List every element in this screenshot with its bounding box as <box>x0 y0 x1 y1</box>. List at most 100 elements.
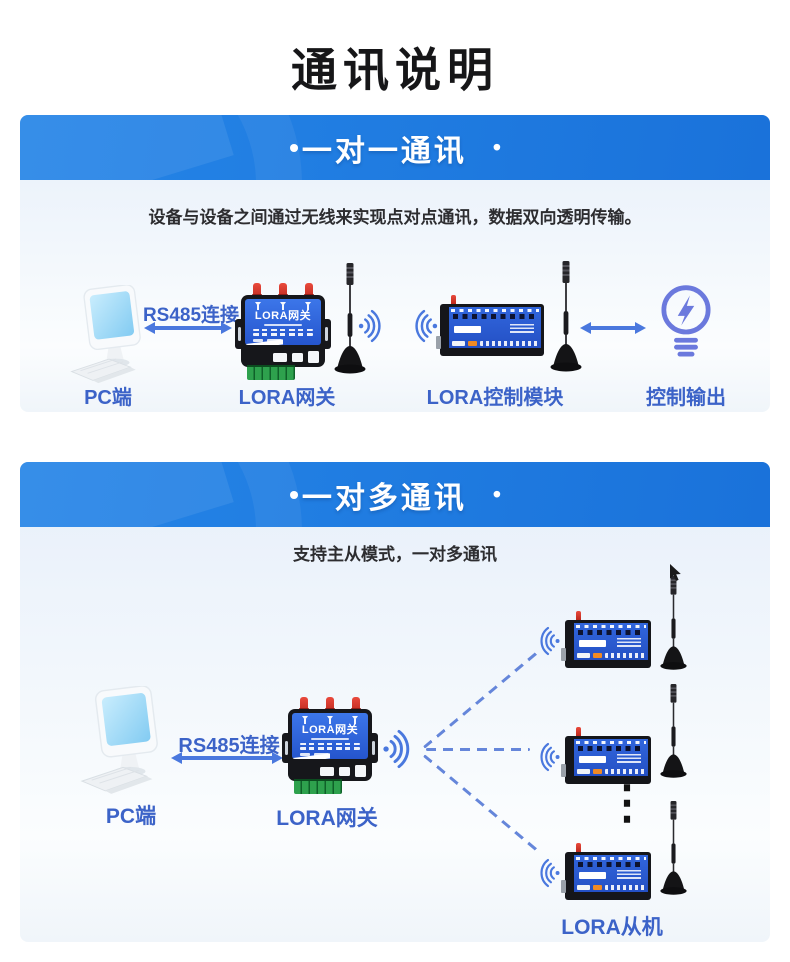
rs485-link-label: RS485连接 <box>178 735 280 757</box>
lora-slave-device <box>561 843 651 900</box>
serial-port-icon <box>339 766 350 776</box>
side-connector <box>561 880 566 893</box>
section-two-subtitle: 支持主从模式，一对多通讯 <box>293 545 497 564</box>
module-body <box>561 620 651 668</box>
spec-text-block <box>510 324 534 333</box>
led-terminals-row <box>453 314 537 319</box>
ethernet-port-icon <box>273 352 287 362</box>
bottom-strip <box>452 340 538 346</box>
magnetic-antenna-icon <box>660 576 687 670</box>
spec-line <box>253 328 313 332</box>
terminal-block <box>294 779 342 794</box>
module-body <box>561 736 651 784</box>
gateway-label: LORA网关 <box>276 807 378 830</box>
gateway-front-panel: LORA网关 <box>292 713 368 759</box>
spec-line <box>300 747 360 750</box>
wifi-signal-icon <box>381 729 410 769</box>
arrow-right-head <box>221 322 232 334</box>
radio-link-dashed-line <box>423 649 540 749</box>
gateway-model-line <box>264 323 302 326</box>
antenna-connector-icon <box>576 727 581 737</box>
arrow-left-head <box>580 322 591 334</box>
control-output-label: 控制输出 <box>646 387 726 409</box>
antenna-connector-icon <box>451 295 456 305</box>
output-double-arrow <box>580 322 646 334</box>
gateway-panel-title: LORA网关 <box>254 310 312 322</box>
arrow-shaft <box>591 326 635 330</box>
mouse-cursor <box>670 564 681 581</box>
gateway-panel-title: LORA网关 <box>301 724 359 736</box>
gateway-ports <box>269 350 319 364</box>
magnetic-antenna-icon <box>660 801 687 895</box>
wifi-signal-icon <box>357 309 381 343</box>
pc-label: PC端 <box>105 805 157 828</box>
mounting-ear <box>282 733 291 763</box>
module-body <box>561 852 651 900</box>
arrow-left-head <box>144 322 155 334</box>
magnetic-antenna-icon <box>550 261 582 372</box>
rs485-link-label: RS485连接 <box>142 305 240 326</box>
wifi-signal-icon <box>540 742 561 772</box>
banner-bullet-icon: • <box>492 134 501 160</box>
section-one-card: • 一对一通讯 • 设备与设备之间通过无线来实现点对点通讯，数据双向透明传输。 … <box>20 115 770 412</box>
banner-bullet-icon: • <box>492 481 501 507</box>
gateway-body: LORA网关 <box>241 295 325 367</box>
usb-port-icon <box>308 351 319 363</box>
gateway-model-line <box>311 737 349 740</box>
spec-line <box>300 742 360 746</box>
module-front-panel <box>574 623 648 660</box>
module-front-panel <box>574 739 648 776</box>
panel-port-labels <box>253 339 321 343</box>
module-front-panel <box>449 307 541 348</box>
slave-label: LORA从机 <box>561 916 663 939</box>
pc-label: PC端 <box>84 387 132 409</box>
section-one-title: 一对一通讯 <box>301 134 467 168</box>
lora-gateway-device: LORA网关 <box>235 281 331 381</box>
section-one-banner: • 一对一通讯 • <box>20 115 770 180</box>
antenna-connector-icon <box>576 611 581 621</box>
lora-control-module-device <box>436 295 544 356</box>
pc-computer-icon <box>81 686 159 795</box>
gateway-front-panel: LORA网关 <box>245 299 321 345</box>
light-bulb-icon <box>653 281 719 363</box>
mounting-ear <box>235 319 244 349</box>
serial-port-icon <box>292 352 303 362</box>
mounting-ear <box>369 733 378 763</box>
gateway-body: LORA网关 <box>288 709 372 781</box>
lora-slave-device <box>561 727 651 784</box>
arrow-right-head <box>272 752 283 764</box>
arrow-shaft <box>155 326 221 330</box>
section-one-subtitle: 设备与设备之间通过无线来实现点对点通讯，数据双向透明传输。 <box>148 208 642 227</box>
module-body <box>436 304 544 356</box>
usb-port-icon <box>355 765 366 777</box>
radio-link-dashed-line <box>426 748 530 751</box>
section-two-card: • 一对多通讯 • 支持主从模式，一对多通讯 PC端 RS485连接 LORA网 <box>20 462 770 942</box>
lora-gateway-device: LORA网关 <box>282 695 378 795</box>
banner-bullet-icon: • <box>289 478 299 510</box>
antenna-marks <box>292 713 368 724</box>
section-two-title: 一对多通讯 <box>301 481 467 515</box>
rs485-double-arrow <box>171 752 283 764</box>
lora-slave-device <box>561 611 651 668</box>
rs485-double-arrow <box>144 322 232 334</box>
radio-link-dashed-line <box>423 754 540 854</box>
arrow-right-head <box>635 322 646 334</box>
gateway-label: LORA网关 <box>238 387 336 409</box>
side-connector <box>561 648 566 661</box>
page-title: 通讯说明 <box>291 44 499 96</box>
wifi-signal-icon <box>540 858 561 888</box>
side-connector <box>561 764 566 777</box>
arrow-left-head <box>171 752 182 764</box>
ethernet-port-icon <box>320 766 334 776</box>
spec-line <box>253 333 313 336</box>
section-two-banner: • 一对多通讯 • <box>20 462 770 527</box>
more-devices-ellipsis: ⋮ <box>604 776 650 828</box>
wifi-signal-icon <box>540 626 561 656</box>
control-module-label: LORA控制模块 <box>426 387 564 409</box>
antenna-connector-icon <box>576 843 581 853</box>
antenna-marks <box>245 299 321 310</box>
mounting-ear <box>322 319 331 349</box>
panel-port-labels <box>300 753 368 757</box>
terminal-block <box>247 365 295 380</box>
